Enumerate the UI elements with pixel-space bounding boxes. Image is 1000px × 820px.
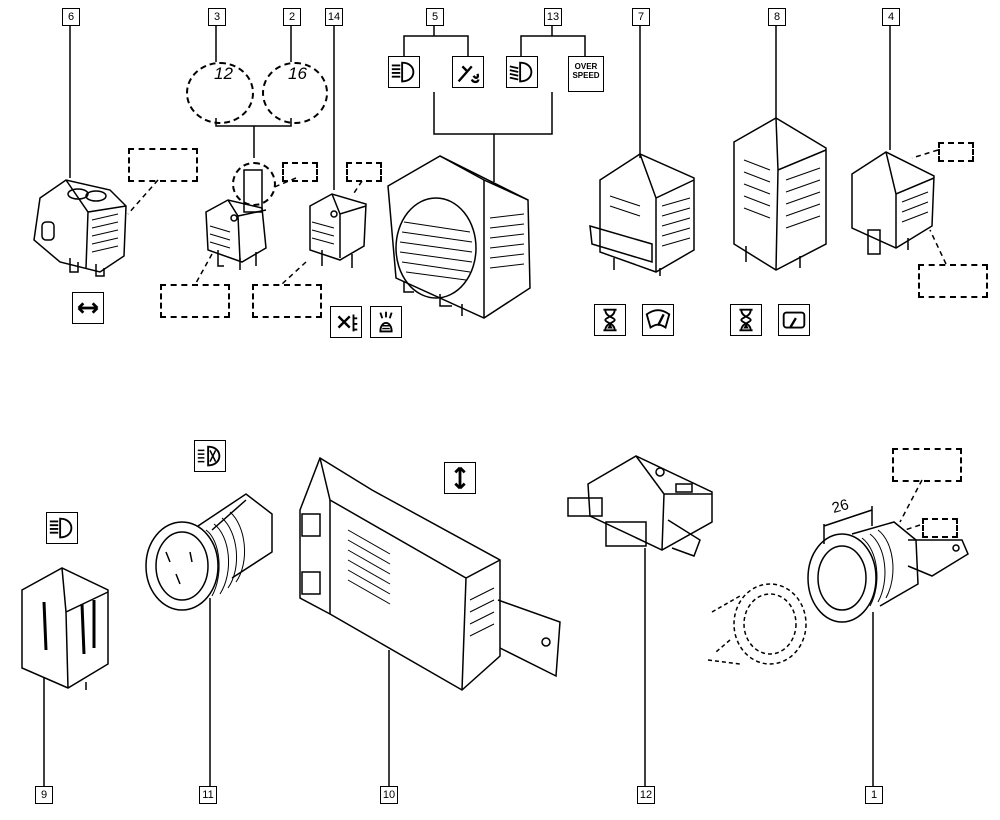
callout-11: 11 [199,786,217,804]
callout-12: 12 [637,786,655,804]
relay-14-drawing [309,193,367,268]
relay-7-drawing [589,153,695,276]
defrost-icon [194,440,226,472]
hourglass-timer-icon [594,304,626,336]
rating-12: 12 [214,64,233,83]
leader-13-fork [520,35,586,56]
placeholder-box [128,148,198,182]
callout-3: 3 [208,8,226,26]
headlamp-icon [388,56,420,88]
module-12-drawing [567,455,713,557]
placeholder-box [160,284,230,318]
relay-9-drawing [21,567,109,690]
callout-9: 9 [35,786,53,804]
module-10-drawing [299,456,561,691]
headlamp-wash-icon [452,56,484,88]
placeholder-box [252,284,322,318]
relay-1-variant-ghost [707,583,807,665]
hourglass-timer-icon [730,304,762,336]
relay-4-drawing [851,151,935,255]
callout-6: 6 [62,8,80,26]
overspeed-icon: OVER SPEED [568,56,604,92]
wiper-icon [642,304,674,336]
rear-wiper-icon [778,304,810,336]
placeholder-box [938,142,974,162]
callout-7: 7 [632,8,650,26]
callout-4: 4 [882,8,900,26]
placeholder-box [918,264,988,298]
leader-5-fork [403,35,469,56]
relay-8-drawing [733,117,827,271]
fan-heater-icon [330,306,362,338]
placeholder-box [346,162,382,182]
module-5-13-drawing [387,155,531,319]
flasher-11-drawing [145,493,273,611]
leader-5-13-join [433,92,553,182]
callout-14: 14 [325,8,343,26]
placeholder-box [892,448,962,482]
placeholder-box [282,162,318,182]
headlamp-icon [46,512,78,544]
callout-10: 10 [380,786,398,804]
callout-5: 5 [426,8,444,26]
rating-oval-16 [262,62,328,124]
relay-6-drawing [33,179,127,277]
callout-8: 8 [768,8,786,26]
rating-16: 16 [288,64,307,83]
leader-3-2-join [215,118,292,158]
placeholder-box [922,518,958,538]
callout-2: 2 [283,8,301,26]
callout-1: 1 [865,786,883,804]
interior-light-icon [370,306,402,338]
connector-oval [232,162,276,206]
rating-oval-12 [186,62,254,124]
callout-13: 13 [544,8,562,26]
vertical-arrow-icon [444,462,476,494]
overspeed-label: OVER SPEED [572,62,600,80]
dipped-beam-icon [506,56,538,88]
relay-1-drawing [807,506,969,623]
horizontal-arrow-icon [72,292,104,324]
